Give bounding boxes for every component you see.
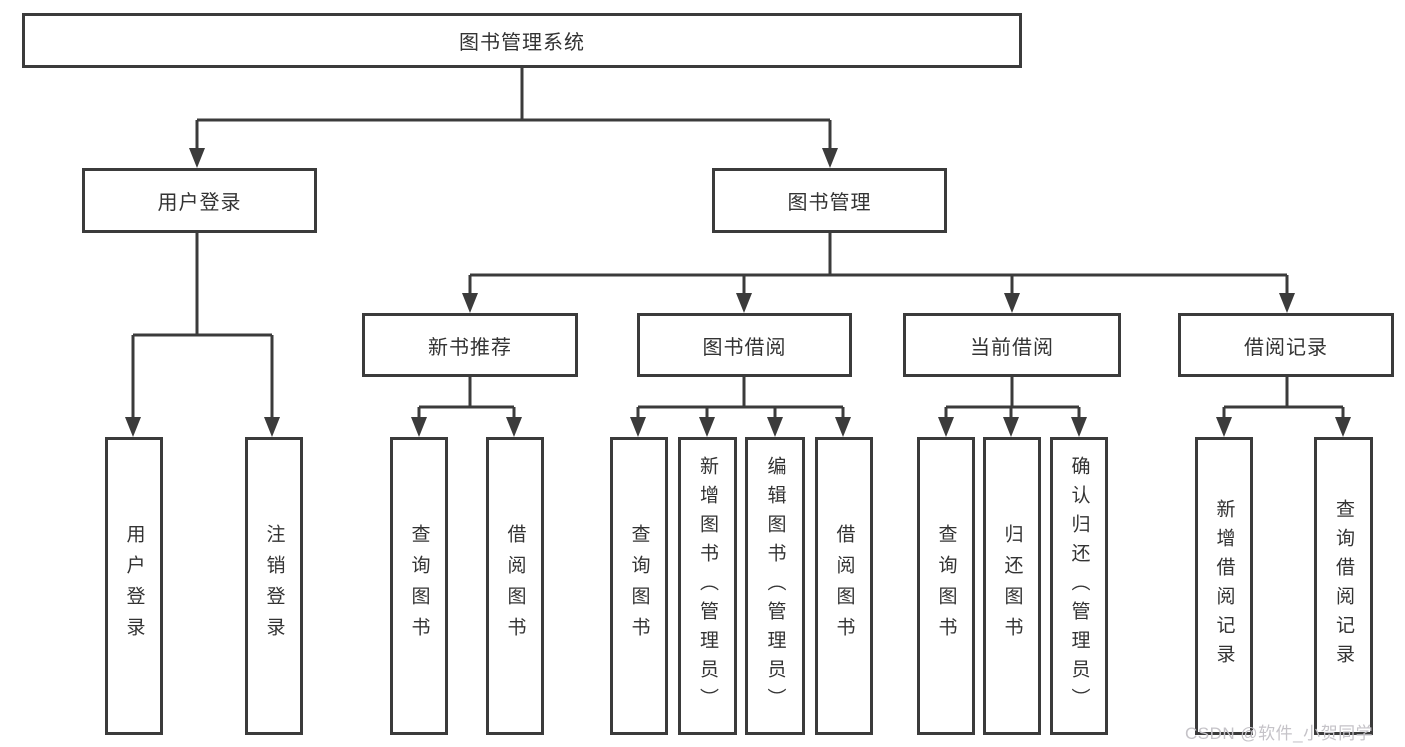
node-root-library-management-system: 图书管理系统: [22, 13, 1022, 68]
arrowhead-icon: [736, 293, 752, 313]
leaf-query-books-current: 查询图书: [917, 437, 975, 735]
edges-root-to-level2: [189, 68, 838, 168]
node-book-management: 图书管理: [712, 168, 947, 233]
arrowhead-icon: [506, 417, 522, 437]
leaf-add-borrowing-record: 新增借阅记录: [1195, 437, 1253, 735]
arrowhead-icon: [699, 417, 715, 437]
node-new-book-recommendation: 新书推荐: [362, 313, 578, 377]
leaf-add-books-admin: 新增图书（管理员）: [678, 437, 737, 735]
leaf-borrow-books-recommendation: 借阅图书: [486, 437, 544, 735]
edges-book-management-to-groups: [462, 233, 1295, 313]
arrowhead-icon: [1216, 417, 1232, 437]
edges-current-borrowing: [938, 377, 1087, 437]
arrowhead-icon: [767, 417, 783, 437]
arrowhead-icon: [835, 417, 851, 437]
edges-user-login-to-leaves: [125, 233, 280, 437]
arrowhead-icon: [125, 417, 141, 437]
arrowhead-icon: [630, 417, 646, 437]
node-book-borrowing: 图书借阅: [637, 313, 852, 377]
arrowhead-icon: [411, 417, 427, 437]
arrowhead-icon: [822, 148, 838, 168]
edges-book-borrowing: [630, 377, 851, 437]
arrowhead-icon: [462, 293, 478, 313]
csdn-watermark: CSDN @软件_小贺同学: [1185, 724, 1374, 743]
leaf-query-books-recommendation: 查询图书: [390, 437, 448, 735]
leaf-user-login: 用户登录: [105, 437, 163, 735]
arrowhead-icon: [938, 417, 954, 437]
leaf-query-books-borrowing: 查询图书: [610, 437, 668, 735]
node-user-login: 用户登录: [82, 168, 317, 233]
arrowhead-icon: [1071, 417, 1087, 437]
arrowhead-icon: [1004, 293, 1020, 313]
leaf-return-books: 归还图书: [983, 437, 1041, 735]
leaf-borrow-books-borrowing: 借阅图书: [815, 437, 873, 735]
edges-new-book-recommendation: [411, 377, 522, 437]
leaf-logout: 注销登录: [245, 437, 303, 735]
arrowhead-icon: [189, 148, 205, 168]
leaf-query-borrowing-record: 查询借阅记录: [1314, 437, 1373, 735]
leaf-confirm-return-admin: 确认归还（管理员）: [1050, 437, 1108, 735]
node-current-borrowing: 当前借阅: [903, 313, 1121, 377]
arrowhead-icon: [264, 417, 280, 437]
edges-borrowing-records: [1216, 377, 1351, 437]
node-borrowing-records: 借阅记录: [1178, 313, 1394, 377]
leaf-edit-books-admin: 编辑图书（管理员）: [745, 437, 805, 735]
arrowhead-icon: [1335, 417, 1351, 437]
arrowhead-icon: [1003, 417, 1019, 437]
arrowhead-icon: [1279, 293, 1295, 313]
